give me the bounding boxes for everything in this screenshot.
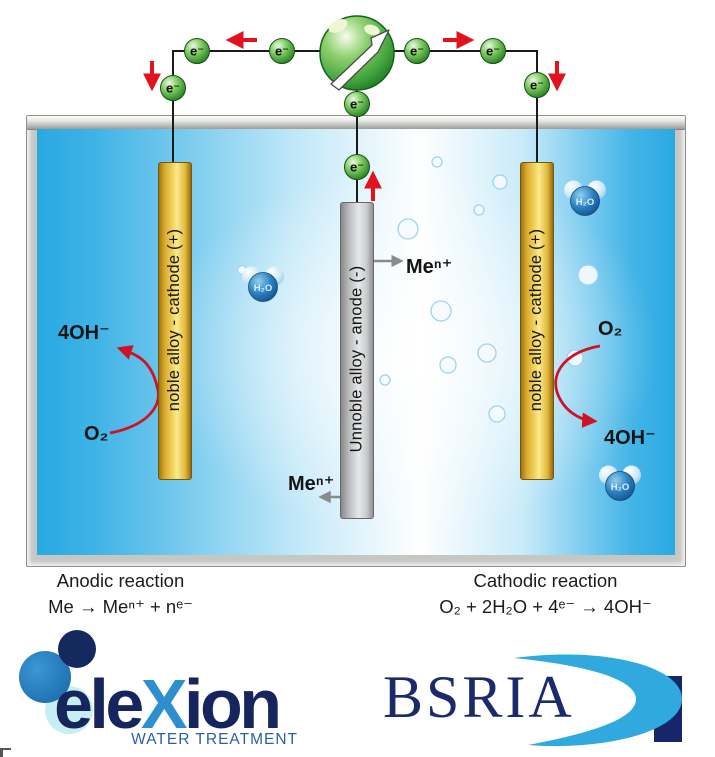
cathodic-reaction-formula: O₂ + 2H₂O + 4ᵉ⁻ → 4OH⁻ — [439, 596, 652, 618]
anodic-reaction-formula: Me → Meⁿ⁺ + nᵉ⁻ — [48, 596, 193, 618]
anodic-reaction-title: Anodic reaction — [56, 570, 185, 591]
oxygen-left-label: O₂ — [84, 423, 109, 445]
bsria-swoosh-crescent — [514, 654, 682, 747]
oxygen-right-label: O₂ — [598, 318, 623, 340]
bubble — [492, 174, 508, 190]
bsria-wordmark: BSRIA — [383, 664, 575, 730]
elexion-text-ele: ele — [54, 665, 144, 743]
cathodic-arrow-left — [109, 345, 160, 435]
cathodic-reaction-title: Cathodic reaction — [473, 570, 618, 591]
bubble — [577, 264, 599, 286]
cathode-left-label: noble alloy - cathode (+) — [165, 228, 183, 412]
cathode-right-label: noble alloy - cathode (+) — [527, 228, 545, 412]
h2o-label: H₂O — [254, 283, 272, 294]
h2o-molecule: H₂O — [564, 180, 606, 216]
anodic-reaction: Anodic reaction Me → Meⁿ⁺ + nᵉ⁻ — [8, 569, 233, 618]
h2o-molecule: H₂O — [599, 465, 641, 501]
elexion-tagline: WATER TREATMENT — [131, 731, 298, 748]
h2o-molecule: H₂O — [242, 266, 284, 302]
electron: e⁻ — [160, 75, 186, 101]
electron-label: e⁻ — [275, 44, 289, 59]
anode-middle — [340, 202, 374, 519]
electron: e⁻ — [269, 38, 295, 64]
electron: e⁻ — [524, 72, 550, 98]
switch-lever — [330, 29, 390, 91]
cathodic-reaction: Cathodic reaction O₂ + 2H₂O + 4ᵉ⁻ → 4OH⁻ — [418, 569, 673, 618]
cathodic-arrow-right — [554, 344, 601, 428]
h2o-label: H₂O — [611, 482, 629, 493]
metal-ion-upper-label: Meⁿ⁺ — [406, 256, 453, 278]
cathode-right — [520, 162, 554, 480]
elexion-text-ion: ion — [184, 665, 282, 743]
elexion-wordmark: eleXion — [54, 669, 282, 739]
bubble — [431, 156, 443, 168]
electron-label: e⁻ — [166, 81, 180, 96]
bsria-swoosh — [514, 654, 682, 747]
bubble — [477, 343, 497, 363]
electron: e⁻ — [480, 38, 506, 64]
ball-glint — [364, 24, 380, 36]
bubble — [566, 349, 584, 367]
electron: e⁻ — [344, 154, 370, 180]
electron-label: e⁻ — [190, 44, 204, 59]
electron-label: e⁻ — [410, 44, 424, 59]
electron-label: e⁻ — [530, 78, 544, 93]
scan-artifact — [0, 748, 11, 757]
h2o-label: H₂O — [576, 197, 594, 208]
ball-glint — [328, 19, 348, 33]
elexion-circle-navy — [58, 630, 96, 668]
electron-label: e⁻ — [350, 97, 364, 112]
bubble — [488, 405, 506, 423]
electron-label: e⁻ — [486, 44, 500, 59]
bubble — [439, 356, 457, 374]
electron-label: e⁻ — [350, 160, 364, 175]
cathode-left — [158, 162, 192, 480]
electron: e⁻ — [344, 91, 370, 117]
bubble-group — [236, 156, 599, 423]
elexion-text-x: X — [140, 665, 188, 743]
metal-ion-lower-label: Meⁿ⁺ — [288, 473, 335, 495]
bubble — [397, 218, 419, 240]
anode-middle-label: Unnoble alloy - anode (-) — [347, 265, 366, 453]
electron: e⁻ — [184, 38, 210, 64]
hydroxide-right-label: 4OH⁻ — [604, 427, 656, 449]
bubble — [473, 204, 485, 216]
bubble — [430, 300, 452, 322]
electron: e⁻ — [404, 38, 430, 64]
switch-ball — [319, 15, 395, 91]
bubble — [379, 374, 391, 386]
hydroxide-left-label: 4OH⁻ — [58, 322, 110, 344]
